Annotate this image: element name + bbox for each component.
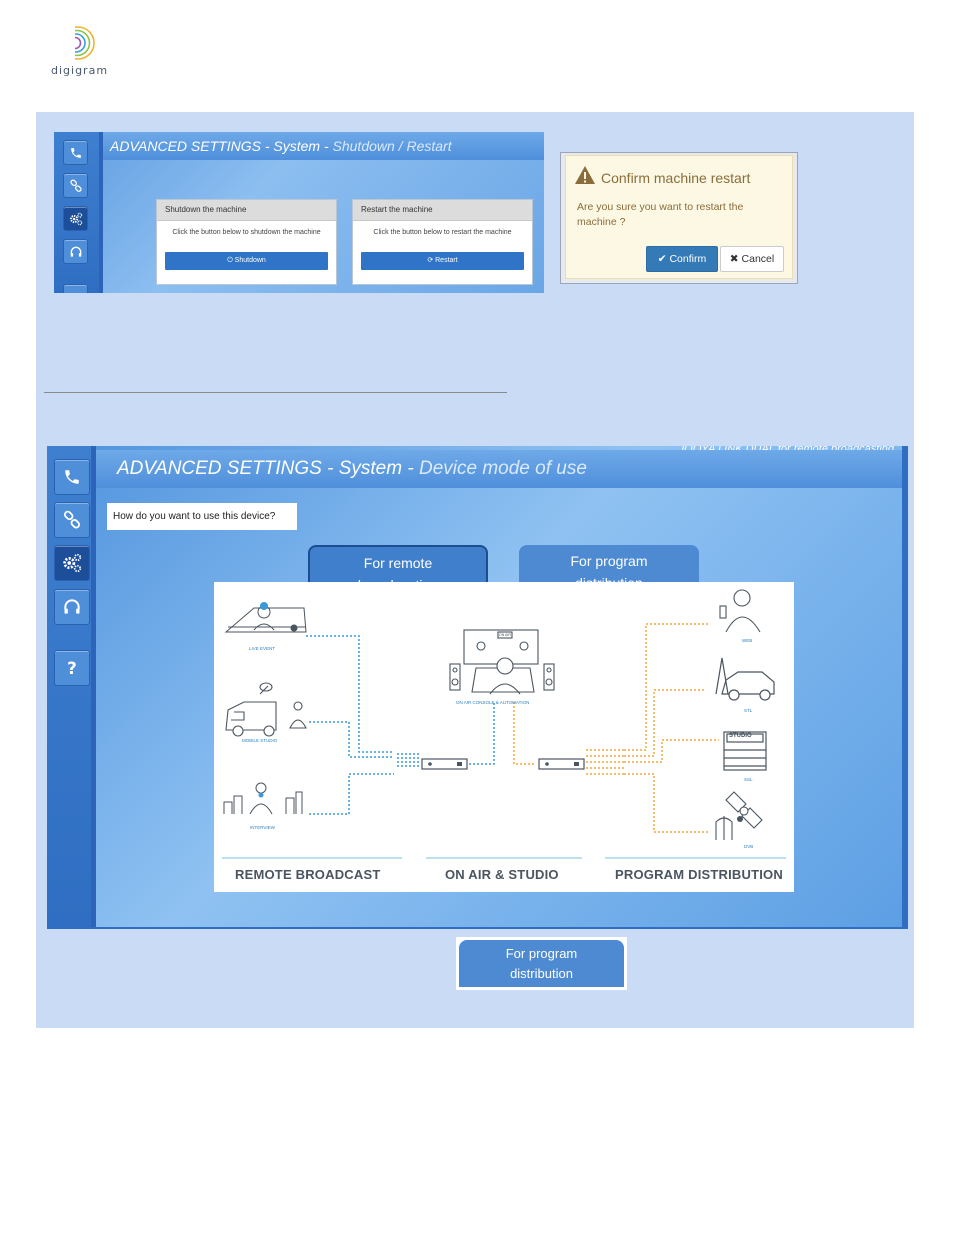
logo-text: digigram <box>51 64 109 77</box>
tab-program-line1: For program <box>570 553 648 569</box>
label-studio-sign: STUDIO <box>729 733 752 739</box>
digigram-logo: digigram <box>48 24 118 84</box>
sidebar-divider <box>99 132 103 293</box>
power-icon: ⏻ <box>227 257 235 264</box>
section-on-air-studio: ON AIR & STUDIO <box>445 867 559 882</box>
shutdown-restart-screenshot: ADVANCED SETTINGS - System - Shutdown / … <box>54 132 544 293</box>
phone-icon <box>70 147 81 158</box>
phone-icon <box>65 470 79 484</box>
question-icon: ? <box>67 659 77 678</box>
label-dvb: DVB <box>744 844 754 849</box>
nav-help-button-2[interactable]: ? <box>54 650 90 686</box>
header-title: ADVANCED SETTINGS <box>110 138 261 154</box>
section-underline-distribution <box>605 857 786 859</box>
nav-headphones-button[interactable] <box>63 239 88 264</box>
header-title-2: ADVANCED SETTINGS <box>117 458 322 479</box>
header-page-2: Device mode of use <box>418 458 587 479</box>
nav-settings-button[interactable] <box>63 206 88 231</box>
shutdown-card-text: Click the button below to shutdown the m… <box>172 229 321 236</box>
restart-button[interactable]: ⟳ Restart <box>361 252 524 270</box>
shutdown-card-title: Shutdown the machine <box>157 200 336 221</box>
confirm-button[interactable]: ✔ Confirm <box>646 246 718 272</box>
section-remote-broadcast: REMOTE BROADCAST <box>235 867 381 882</box>
restart-card: Restart the machine Click the button bel… <box>352 199 533 285</box>
headphones-icon <box>64 599 80 614</box>
restart-dialog-frame: Confirm machine restart Are you sure you… <box>560 152 798 284</box>
shutdown-button[interactable]: ⏻ Shutdown <box>165 252 328 270</box>
nav-phone-button-2[interactable] <box>54 459 90 495</box>
cancel-button-label: Cancel <box>741 253 775 265</box>
restart-card-text: Click the button below to restart the ma… <box>373 229 512 236</box>
section-underline-onair <box>426 857 582 859</box>
page-header: ADVANCED SETTINGS - System - Shutdown / … <box>103 132 544 160</box>
diagram-illustration <box>223 589 775 840</box>
close-icon: ✖ <box>729 253 742 265</box>
standalone-tab-line1: For program <box>505 946 578 961</box>
label-on-air-console: ON AIR CONSOLE & AUTOMATION <box>456 700 530 705</box>
restart-card-title: Restart the machine <box>353 200 532 221</box>
warning-icon <box>575 166 595 184</box>
header-section: System <box>273 138 321 154</box>
standalone-tab-line2: distribution <box>510 966 573 981</box>
label-on-air-sign: ON AIR <box>499 633 511 637</box>
digigram-logo-icon <box>58 26 95 62</box>
nav-settings-button-2[interactable] <box>54 545 90 581</box>
page-header-2: ADVANCED SETTINGS - System - Device mode… <box>96 450 902 488</box>
label-interview: INTERVIEW <box>250 825 275 830</box>
restart-confirm-dialog: Confirm machine restart Are you sure you… <box>565 155 793 279</box>
confirm-button-label: Confirm <box>669 253 707 265</box>
shutdown-button-label: Shutdown <box>234 257 266 264</box>
headphones-icon <box>70 246 81 257</box>
dialog-message: Are you sure you want to restart the mac… <box>577 201 744 228</box>
label-stl: STL <box>744 708 753 713</box>
nav-headphones-button-2[interactable] <box>54 589 90 625</box>
device-mode-question: How do you want to use this device? <box>107 503 297 530</box>
label-mobile-studio: MOBILE STUDIO <box>242 738 278 743</box>
nav-help-button[interactable] <box>63 284 88 293</box>
label-ssl: SSL <box>744 777 753 782</box>
device-mode-screenshot: IQOYA LINK DUAL for remote broadcasting … <box>47 446 908 929</box>
link-icon <box>69 178 82 192</box>
nav-link-button[interactable] <box>63 173 88 198</box>
section-divider <box>44 392 507 393</box>
refresh-icon: ⟳ <box>427 257 436 264</box>
program-distribution-tab-sample: For program distribution <box>456 937 627 990</box>
tab-remote-line1: For remote <box>363 555 433 571</box>
dialog-title: Confirm machine restart <box>601 170 751 186</box>
svg-text:?: ? <box>67 659 77 678</box>
header-page: Shutdown / Restart <box>332 138 452 154</box>
label-web: WEB <box>742 638 753 643</box>
label-live-event: LIVE EVENT <box>249 646 276 651</box>
restart-button-label: Restart <box>435 257 458 264</box>
section-program-distribution: PROGRAM DISTRIBUTION <box>615 867 783 882</box>
header-section-2: System <box>338 458 403 479</box>
nav-link-button-2[interactable] <box>54 502 90 538</box>
sidebar-divider-2 <box>91 446 96 927</box>
use-case-diagram: LIVE EVENT MOBILE STUDIO INTERVIEW ON AI… <box>214 582 794 892</box>
nav-phone-button[interactable] <box>63 140 88 165</box>
section-underline-remote <box>222 857 402 859</box>
gears-icon <box>69 212 82 225</box>
cancel-button[interactable]: ✖ Cancel <box>720 246 784 272</box>
check-icon: ✔ <box>657 253 670 265</box>
gears-icon <box>63 553 82 573</box>
program-distribution-tab[interactable]: For program distribution <box>459 940 624 987</box>
link-icon <box>63 510 81 529</box>
shutdown-card: Shutdown the machine Click the button be… <box>156 199 337 285</box>
